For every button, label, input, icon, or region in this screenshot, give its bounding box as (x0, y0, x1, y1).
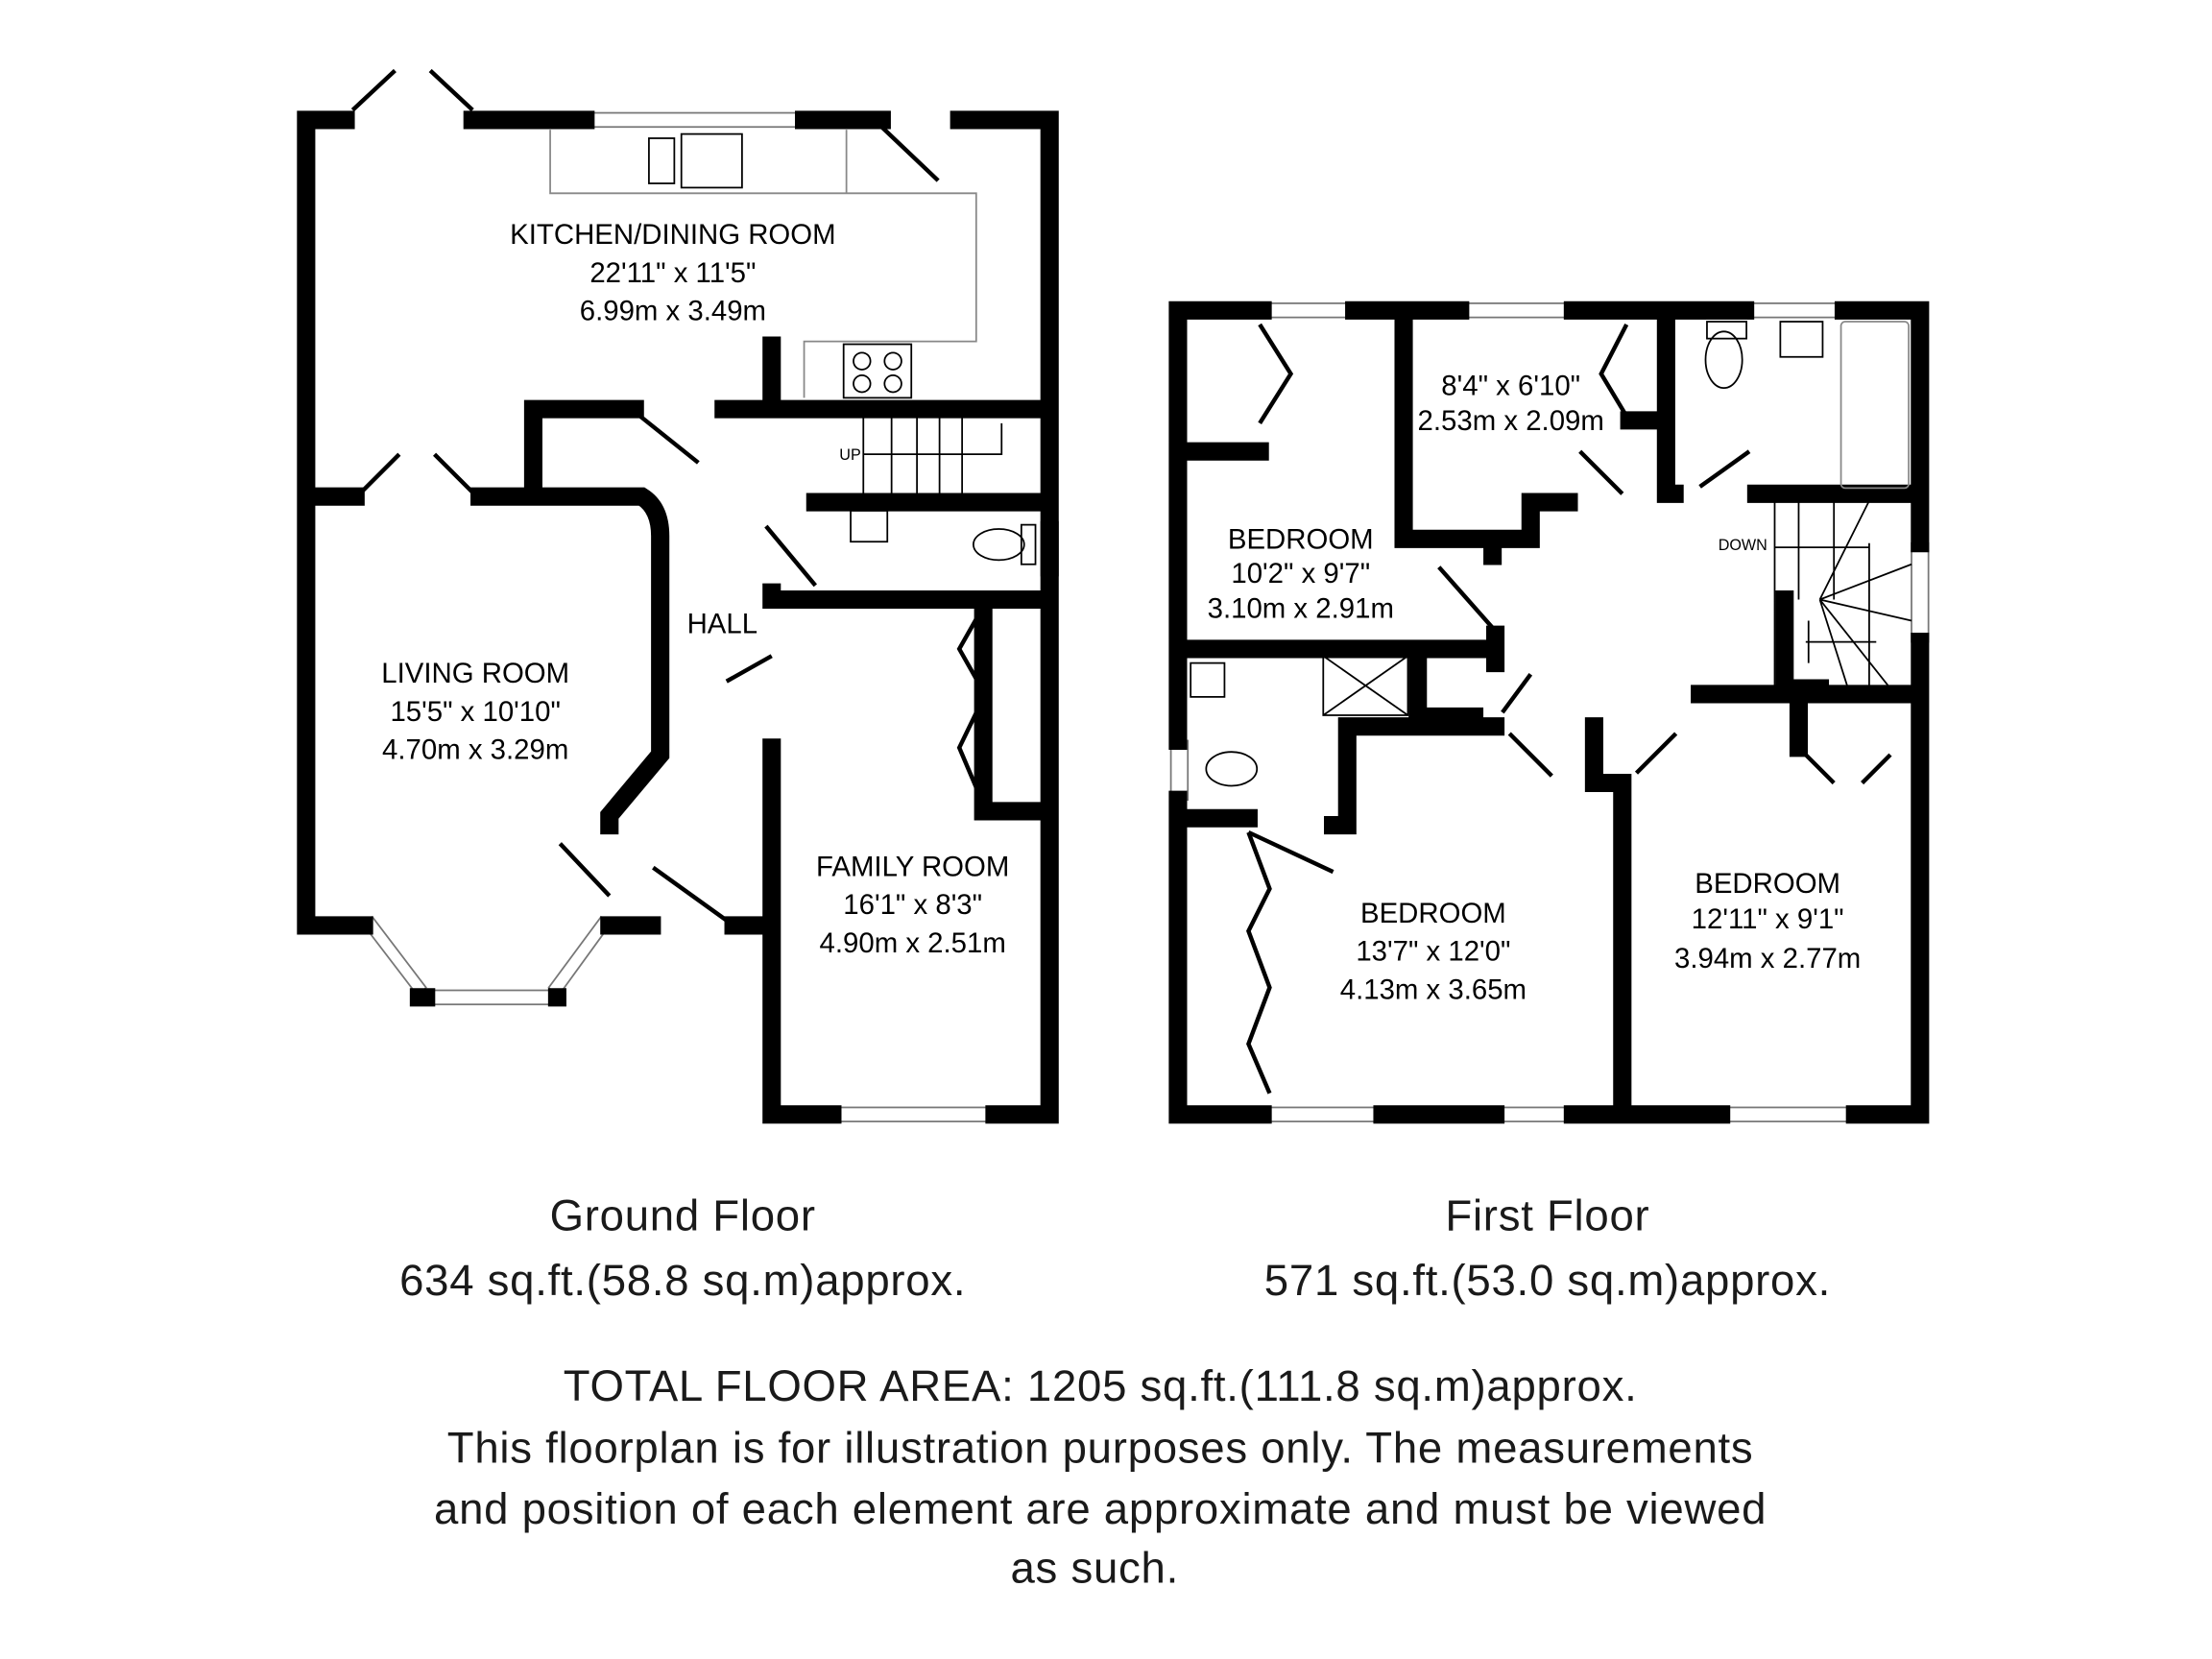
staircase (862, 412, 1003, 497)
basin-icon (850, 510, 889, 543)
toilet-icon (1205, 751, 1259, 787)
first-floor-area: 571 sq.ft.(53.0 sq.m)approx. (1264, 1256, 1831, 1305)
wall-post (548, 989, 566, 1006)
disclaimer-line-1: This floorplan is for illustration purpo… (447, 1424, 1754, 1473)
window (584, 111, 805, 129)
kitchen-counter (549, 130, 977, 398)
bedroom-2-metric: 4.13m x 3.65m (1340, 974, 1527, 1005)
kitchen-dining-room-imperial: 22'11" x 11'5" (589, 257, 756, 289)
wall-post (412, 989, 429, 1006)
cistern-icon (1706, 321, 1747, 340)
bedroom-1-metric: 3.10m x 2.91m (1208, 593, 1394, 625)
window (1458, 302, 1575, 319)
bay-window (421, 989, 559, 1006)
stair-label-down: DOWN (1719, 537, 1767, 554)
toilet-icon (1704, 330, 1743, 389)
cistern-icon (1020, 523, 1037, 565)
hob-icon (842, 343, 913, 399)
window (831, 1106, 996, 1123)
first-floor-title: First Floor (1445, 1190, 1649, 1239)
door (1246, 323, 1892, 1094)
living-room-name: LIVING ROOM (381, 658, 569, 689)
bedroom-3-metric: 3.94m x 2.77m (1674, 943, 1861, 974)
bathtub-icon (1839, 321, 1910, 490)
window (1494, 1106, 1575, 1123)
bedroom-2-imperial: 13'7" x 12'0" (1356, 936, 1510, 968)
basin-icon (1190, 661, 1226, 698)
bedroom-1-imperial: 10'2" x 9'7" (1231, 558, 1370, 589)
total-floor-area: TOTAL FLOOR AREA: 1205 sq.ft.(111.8 sq.m… (564, 1361, 1638, 1410)
disclaimer-line-2: and position of each element are approxi… (434, 1484, 1767, 1533)
family-room-name: FAMILY ROOM (816, 851, 1009, 882)
window (1743, 302, 1845, 319)
kitchen-dining-room-name: KITCHEN/DINING ROOM (510, 219, 835, 251)
ground-floor-title: Ground Floor (550, 1190, 816, 1239)
bedroom-2-name: BEDROOM (1360, 898, 1506, 929)
box-room-imperial: 8'4" x 6'10" (1441, 370, 1580, 401)
sink-icon (680, 132, 743, 189)
family-room-imperial: 16'1" x 8'3" (843, 889, 982, 921)
family-room-metric: 4.90m x 2.51m (820, 927, 1006, 959)
first-floor-plan: DOWN BEDROOM 10'2" x 9'7" 3.10m x 2.91m … (1168, 301, 1930, 1124)
wardrobe-doors (956, 605, 986, 805)
window (1911, 541, 1930, 643)
kitchen-dining-room-metric: 6.99m x 3.49m (580, 296, 766, 327)
walls (1168, 301, 1930, 1124)
door (350, 68, 940, 927)
window (1719, 1106, 1857, 1123)
ground-floor-plan: UP KITCHEN/DINING ROOM 22'11" x 11'5" 6.… (297, 68, 1059, 1124)
box-room-metric: 2.53m x 2.09m (1418, 405, 1604, 437)
toilet-icon (972, 528, 1025, 562)
living-room-imperial: 15'5" x 10'10" (390, 696, 560, 728)
window (1262, 302, 1356, 319)
drainer-icon (648, 137, 676, 184)
stair-label-up: UP (839, 446, 860, 464)
bay-window (362, 915, 427, 999)
living-room-metric: 4.70m x 3.29m (382, 734, 568, 766)
bedroom-1-name: BEDROOM (1228, 524, 1374, 556)
hall-name: HALL (687, 609, 757, 640)
shower-icon (1322, 655, 1409, 716)
staircase (1773, 500, 1912, 689)
ground-floor-area: 634 sq.ft.(58.8 sq.m)approx. (399, 1256, 966, 1305)
basin-icon (1779, 321, 1824, 358)
bedroom-3-imperial: 12'11" x 9'1" (1692, 903, 1844, 935)
bedroom-3-name: BEDROOM (1695, 868, 1840, 900)
window (1262, 1106, 1383, 1123)
disclaimer-line-3: as such. (1010, 1544, 1179, 1593)
